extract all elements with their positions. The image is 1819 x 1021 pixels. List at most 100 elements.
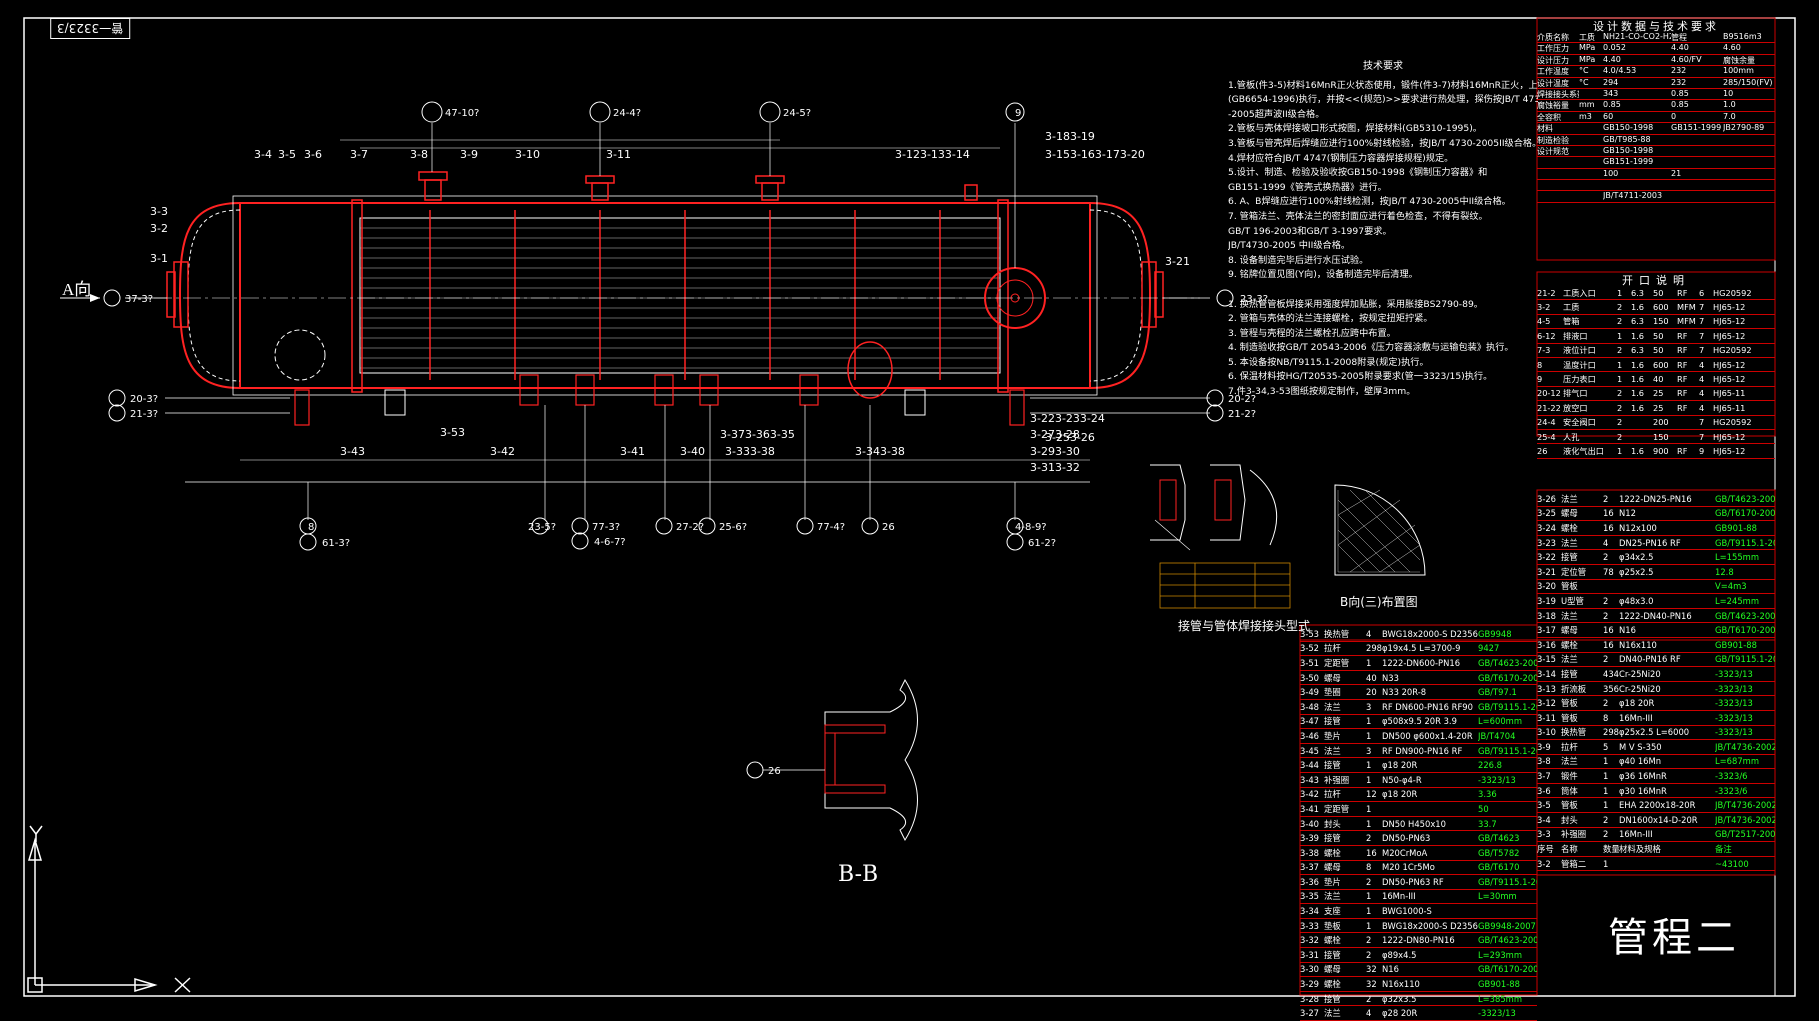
table-cell: 3-7: [1537, 771, 1551, 782]
baffles: [429, 210, 941, 380]
tech-notes-title: 技术要求: [1363, 61, 1403, 72]
table-cell: 3-4: [1537, 814, 1551, 825]
table-cell: GB/T4623-2002: [1478, 935, 1537, 946]
tech-note-line: 6. A、B焊缝应进行100%射线检测，按JB/T 4730-2005中II级合…: [1228, 196, 1511, 208]
table-cell: 16Mn-III: [1619, 829, 1653, 840]
table-cell: M V S-350: [1619, 741, 1662, 752]
part-callout-label: 3-4: [254, 148, 272, 161]
table-cell: 7.0: [1723, 111, 1736, 121]
table-cell: 腐蚀余量: [1723, 55, 1755, 65]
table-cell: 压力表口: [1563, 374, 1596, 385]
table-cell: 50: [1653, 287, 1664, 298]
callout-balloon: 26: [882, 522, 895, 533]
table-cell: GB/T9115.1-2000: [1478, 745, 1537, 756]
table-cell: φ32x3.5: [1382, 993, 1417, 1004]
table-cell: 1222-DN40-PN16: [1619, 610, 1692, 621]
table-cell: 1.0: [1723, 100, 1736, 110]
vessel-view: [60, 139, 1200, 483]
table-cell: 垫板: [1324, 920, 1341, 931]
table-cell: 工作压力: [1537, 44, 1569, 54]
table-cell: 1: [1617, 330, 1623, 341]
table-cell: GB/T9115.1-2000: [1478, 701, 1537, 712]
table-cell: 2: [1603, 595, 1609, 606]
table-cell: N16: [1619, 625, 1636, 636]
table-cell: φ25x2.5: [1619, 566, 1654, 577]
table-cell: GB9948-2007: [1478, 920, 1536, 931]
table-cell: [1671, 191, 1723, 201]
table-cell: 3-21: [1537, 566, 1557, 577]
table-cell: [1671, 157, 1723, 167]
callout-balloon: 20-2?: [1228, 394, 1256, 405]
table-cell: GB901-88: [1478, 979, 1520, 990]
table-cell: JB2790-89: [1723, 123, 1765, 133]
table-cell: 0.85: [1603, 100, 1621, 110]
table-cell: N16x110: [1619, 639, 1657, 650]
bottom-nozzles: [294, 374, 1025, 426]
table-cell: 3-32: [1300, 935, 1320, 946]
table-cell: 900: [1653, 445, 1669, 456]
table-cell: JB/T4711-2003: [1603, 191, 1663, 201]
table-cell: 1: [1366, 906, 1372, 917]
tech-note-line: (GB6654-1996)执行，并按<<(规范)>>要求进行热处理，探伤按JB/…: [1228, 94, 1538, 106]
callout-balloon: 47-10?: [445, 108, 479, 119]
table-cell: 法兰: [1561, 756, 1578, 767]
table-cell: 3-40: [1300, 818, 1320, 829]
table-cell: -3323/13: [1478, 774, 1516, 785]
table-cell: 1.6: [1631, 374, 1645, 385]
table-cell: RF: [1677, 287, 1688, 298]
table-cell: 1222-DN80-PN16: [1382, 935, 1455, 946]
table-cell: 3.36: [1478, 789, 1497, 800]
table-cell: 6.3: [1631, 316, 1645, 327]
table-cell: 1: [1366, 730, 1372, 741]
table-cell: [1671, 135, 1723, 145]
left-tube-sheet: [351, 199, 363, 393]
table-cell: 1: [1366, 716, 1372, 727]
table-cell: RF: [1677, 402, 1688, 413]
table-cell: 螺栓: [1324, 847, 1341, 858]
table-cell: 3-43: [1300, 774, 1320, 785]
table-cell: 换热管: [1324, 628, 1350, 639]
vessel-shell: [239, 202, 1091, 389]
table-cell: 3-6: [1537, 785, 1551, 796]
tech-note-line: 2.管板与壳体焊接坡口形式按图，焊接材料(GB5310-1995)。: [1228, 123, 1482, 135]
table-cell: L=600mm: [1478, 716, 1522, 727]
table-cell: 298: [1366, 643, 1382, 654]
table-cell: MFM: [1677, 316, 1696, 327]
tech-note-line: 7.件3-34,3-53图纸按规定制作，壁厚3mm。: [1228, 386, 1416, 398]
table-cell: [1671, 180, 1723, 190]
table-cell: M20CrMoA: [1382, 847, 1428, 858]
table-cell: 3-11: [1537, 712, 1557, 723]
view-label-a: A向: [62, 280, 92, 299]
table-cell: HG20592: [1713, 287, 1752, 298]
table-cell: φ19x4.5 L=3700-9: [1382, 643, 1461, 654]
callout-balloon: 27-2?: [676, 522, 704, 533]
table-cell: 螺栓: [1561, 522, 1578, 533]
table-cell: 0.052: [1603, 43, 1626, 53]
table-cell: 3-20: [1537, 581, 1557, 592]
table-cell: 25: [1653, 388, 1664, 399]
svg-text-layer: 47-10?24-4?24-5?9861-3?23-5?4-6-7?77-3?2…: [125, 108, 1268, 777]
tech-note-line: 8. 设备制造完毕后进行水压试验。: [1228, 254, 1369, 266]
table-cell: GB/T9115.1-2000: [1478, 876, 1537, 887]
table-cell: 1: [1366, 891, 1372, 902]
table-cell: -3323/13: [1715, 698, 1753, 709]
table-cell: RF: [1677, 445, 1688, 456]
table-cell: 4-5: [1537, 316, 1551, 327]
table-cell: 法兰: [1561, 493, 1578, 504]
part-callout-label: 3-343-38: [855, 445, 905, 458]
table-cell: 螺栓: [1561, 639, 1578, 650]
table-cell: 4: [1366, 1008, 1372, 1019]
